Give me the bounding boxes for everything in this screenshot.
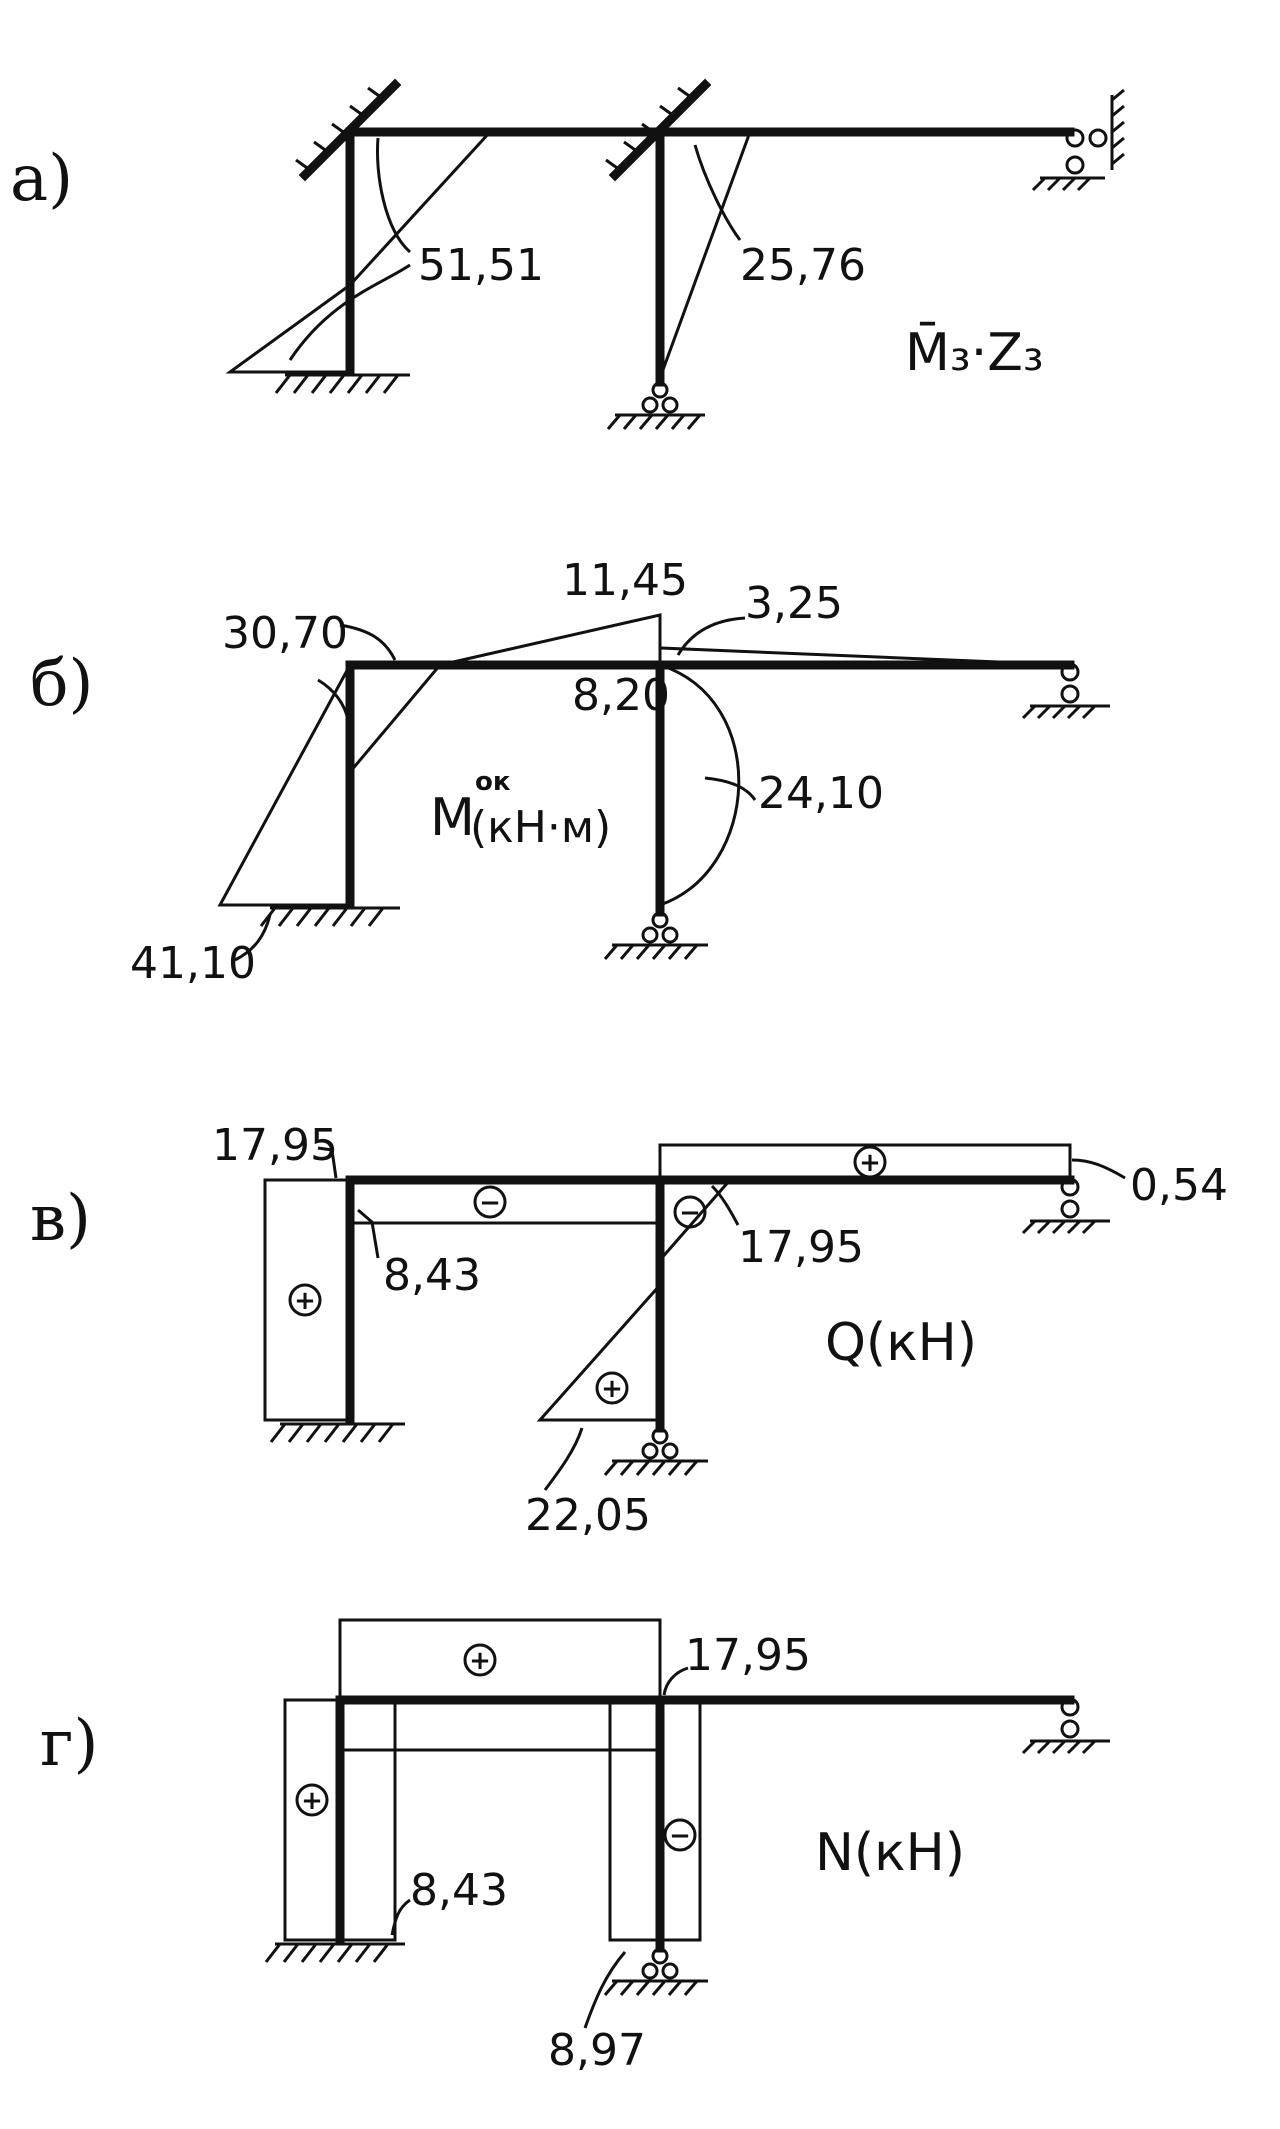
- panel-b-label-3-25: 3,25: [745, 578, 843, 629]
- panel-g-roller-support-right: [1021, 1697, 1110, 1755]
- panel-v-roller-support-right: [1021, 1177, 1110, 1235]
- panel-b-caption-sup: ок: [475, 767, 511, 797]
- panel-v-fixed-support-left: [269, 1422, 405, 1443]
- panel-a-right-support: [1031, 88, 1125, 192]
- panel-b-fixed-support-left: [259, 906, 400, 927]
- panel-b-label-24-10: 24,10: [758, 768, 884, 819]
- panel-g-label-8-97: 8,97: [548, 2025, 646, 2076]
- panel-g-leader-8-97: [583, 1951, 627, 2029]
- panel-b-caption-sub: (кН·м): [470, 802, 611, 853]
- panel-g-pin-support-mid: [603, 1947, 708, 1996]
- panel-b-pin-support-mid: [603, 911, 708, 960]
- panel-v-label-22-05: 22,05: [525, 1490, 651, 1541]
- panel-b-leader-30-70-b: [317, 678, 350, 721]
- panel-v-sign-left-column: +: [288, 1283, 322, 1317]
- panel-v-leader-17-95-right: [710, 1184, 740, 1226]
- panel-b-label-8-20: 8,20: [572, 670, 670, 721]
- panel-a-leader-25-76: [693, 144, 742, 241]
- panel-b-label-11-45: 11,45: [562, 555, 688, 606]
- panel-b-label-41-10: 41,10: [130, 938, 256, 989]
- panel-v-label-8-43: 8,43: [383, 1250, 481, 1301]
- panel-v: + − − + + в) 17,95 8,43 17,95 0,54 22,05…: [30, 1120, 1228, 1541]
- panel-v-caption: Q(кН): [825, 1313, 977, 1373]
- panel-g-leader-8-43: [390, 1898, 411, 1936]
- panel-g-axial-beam: [338, 1618, 662, 1752]
- panel-v-leader-22-05: [543, 1427, 584, 1491]
- panel-b-caption-main: M: [430, 788, 475, 848]
- panel-v-shear-mid-column: [536, 1178, 734, 1422]
- panel-v-letter: в): [30, 1182, 91, 1256]
- svg-text:+: +: [294, 1286, 316, 1316]
- panel-a-pin-support-mid: [606, 381, 705, 430]
- panel-v-sign-mid-upper: −: [673, 1195, 707, 1229]
- panel-g-leader-17-95: [662, 1666, 689, 1696]
- panel-b-moment-mid-column: [658, 662, 741, 908]
- panel-g-sign-beam: +: [463, 1643, 497, 1677]
- panel-a-label-51-51: 51,51: [418, 240, 544, 291]
- panel-g-letter: г): [40, 1707, 99, 1781]
- panel-a-leader-51-51: [376, 137, 412, 254]
- panel-g-label-17-95: 17,95: [685, 1630, 811, 1681]
- svg-text:+: +: [469, 1646, 491, 1676]
- panel-b-caption: M ок (кН·м): [430, 767, 611, 853]
- panel-a-label-25-76: 25,76: [740, 240, 866, 291]
- panel-a: а) 51,51 25,76 M̄₃·Z₃: [10, 78, 1125, 430]
- panel-a-caption: M̄₃·Z₃: [905, 322, 1044, 383]
- panel-g-label-8-43: 8,43: [410, 1865, 508, 1916]
- panel-b-leader-24-10: [704, 776, 757, 801]
- panel-b-moment-left-column: [217, 664, 352, 907]
- panel-a-letter: а): [10, 142, 73, 216]
- panel-v-sign-left-beam: −: [473, 1185, 507, 1219]
- panel-b-letter: б): [30, 647, 94, 721]
- panel-v-leader-17-95-left: [317, 1146, 338, 1179]
- panel-a-clamp-left: [295, 78, 402, 182]
- svg-text:−: −: [669, 1821, 691, 1851]
- svg-text:+: +: [301, 1786, 323, 1816]
- panel-v-sign-right-beam: +: [853, 1145, 887, 1179]
- panel-v-leader-8-43: [357, 1208, 380, 1259]
- panel-b-leader-30-70: [339, 623, 397, 661]
- panel-g-fixed-support-left: [264, 1942, 405, 1963]
- panel-b-roller-support-right: [1021, 662, 1110, 720]
- panel-v-label-0-54: 0,54: [1130, 1160, 1228, 1211]
- panel-a-clamp-mid: [605, 78, 712, 182]
- panel-b: б) 30,70 11,45 3,25 8,20 24,10 41,10 M о…: [30, 555, 1110, 989]
- panel-b-label-30-70: 30,70: [222, 608, 348, 659]
- panel-a-fixed-support-left: [274, 373, 410, 394]
- panel-b-moment-joint-cross: [348, 663, 444, 777]
- panel-g-sign-left-column: +: [295, 1783, 329, 1817]
- panel-v-sign-mid-lower: +: [595, 1371, 629, 1405]
- panel-v-label-17-95-right: 17,95: [738, 1222, 864, 1273]
- svg-text:−: −: [679, 1198, 701, 1228]
- panel-v-label-17-95-left: 17,95: [212, 1120, 338, 1171]
- panel-v-pin-support-mid: [603, 1427, 708, 1476]
- panel-b-leader-3-25: [676, 616, 746, 656]
- panel-g-sign-mid-column: −: [663, 1818, 697, 1852]
- panel-b-moment-beam: [439, 613, 662, 667]
- svg-text:+: +: [601, 1374, 623, 1404]
- panel-a-leader-51-51-b: [288, 263, 411, 361]
- panel-a-moment-mid-column: [658, 130, 753, 379]
- panel-v-leader-0-54: [1071, 1158, 1126, 1180]
- svg-text:−: −: [479, 1188, 501, 1218]
- panel-b-leader-41-10: [234, 914, 272, 962]
- svg-text:+: +: [859, 1148, 881, 1178]
- panel-g-caption: N(кН): [815, 1823, 965, 1883]
- panel-g: + + − г) 17,95 8,43 8,97 N(кН): [40, 1618, 1110, 2076]
